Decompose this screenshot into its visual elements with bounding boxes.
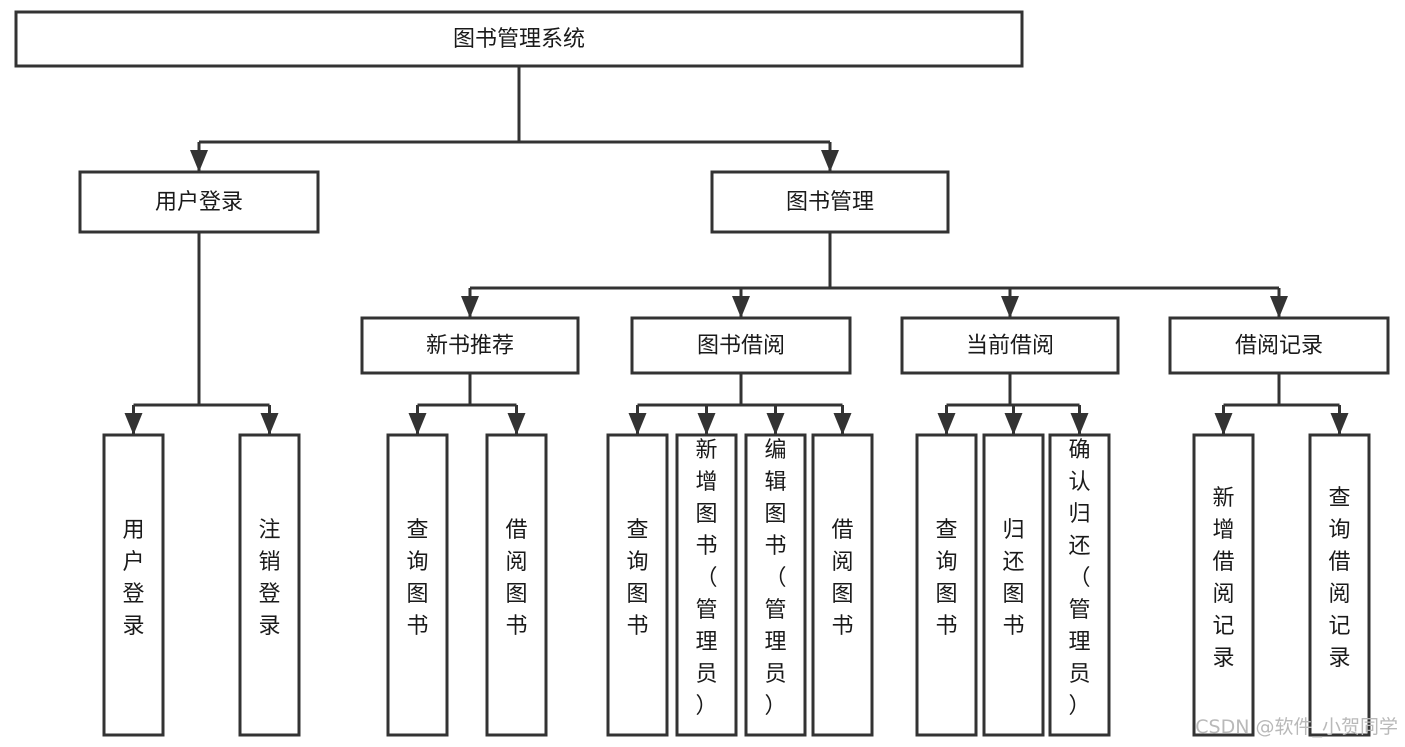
arrow-head-icon xyxy=(821,150,839,172)
arrow-head-icon xyxy=(766,413,785,435)
node-leaf-query-book-bor[interactable]: 查询图书 xyxy=(606,433,669,737)
node-box-leaf-logout xyxy=(238,433,301,737)
node-box-user-login xyxy=(78,170,320,234)
arrow-head-icon xyxy=(507,413,526,435)
node-borrow-record[interactable]: 借阅记录 xyxy=(1168,316,1390,375)
node-leaf-query-book-rec[interactable]: 查询图书 xyxy=(386,433,449,737)
node-box-leaf-user-login xyxy=(102,433,165,737)
arrow-head-icon xyxy=(732,296,750,318)
node-box-book-management xyxy=(710,170,950,234)
node-leaf-borrow-book-bor[interactable]: 借阅图书 xyxy=(811,433,874,737)
node-leaf-add-book-admin[interactable]: 新增图书（管理员） xyxy=(675,433,738,737)
arrow-head-icon xyxy=(190,150,208,172)
node-leaf-query-book-cur[interactable]: 查询图书 xyxy=(915,433,978,737)
edge-group-book-management xyxy=(461,232,1288,318)
node-label-new-book-recommend: 新书推荐 xyxy=(426,334,514,359)
node-box-leaf-add-borrow-record xyxy=(1192,433,1255,737)
node-leaf-user-login[interactable]: 用户登录 xyxy=(102,433,165,737)
node-label-leaf-borrow-book-bor: 借阅图书 xyxy=(831,518,853,639)
node-layer: 图书管理系统用户登录图书管理新书推荐图书借阅当前借阅借阅记录用户登录注销登录查询… xyxy=(14,10,1390,737)
arrow-head-icon xyxy=(1214,413,1233,435)
node-book-borrow[interactable]: 图书借阅 xyxy=(630,316,852,375)
node-box-leaf-borrow-book-rec xyxy=(485,433,548,737)
node-label-book-management: 图书管理 xyxy=(786,190,874,215)
node-label-root: 图书管理系统 xyxy=(453,27,585,52)
node-box-book-borrow xyxy=(630,316,852,375)
node-label-current-borrow: 当前借阅 xyxy=(966,334,1054,359)
node-current-borrow[interactable]: 当前借阅 xyxy=(900,316,1120,375)
node-leaf-add-borrow-record[interactable]: 新增借阅记录 xyxy=(1192,433,1255,737)
node-box-borrow-record xyxy=(1168,316,1390,375)
node-box-root xyxy=(14,10,1024,68)
arrow-head-icon xyxy=(1004,413,1023,435)
node-box-leaf-query-book-rec xyxy=(386,433,449,737)
node-leaf-query-borrow-record[interactable]: 查询借阅记录 xyxy=(1308,433,1371,737)
node-label-book-borrow: 图书借阅 xyxy=(697,334,785,359)
node-label-leaf-borrow-book-rec: 借阅图书 xyxy=(505,518,527,639)
node-leaf-logout[interactable]: 注销登录 xyxy=(238,433,301,737)
edge-group-new-book-recommend xyxy=(408,373,526,435)
node-book-management[interactable]: 图书管理 xyxy=(710,170,950,234)
node-user-login[interactable]: 用户登录 xyxy=(78,170,320,234)
node-box-leaf-borrow-book-bor xyxy=(811,433,874,737)
arrow-head-icon xyxy=(1070,413,1089,435)
edge-group-current-borrow xyxy=(937,373,1089,435)
node-label-borrow-record: 借阅记录 xyxy=(1235,334,1323,359)
node-root[interactable]: 图书管理系统 xyxy=(14,10,1024,68)
node-label-user-login: 用户登录 xyxy=(155,190,243,215)
arrow-head-icon xyxy=(260,413,279,435)
edge-group-book-borrow xyxy=(628,373,852,435)
node-label-leaf-query-book-cur: 查询图书 xyxy=(935,518,957,639)
node-leaf-borrow-book-rec[interactable]: 借阅图书 xyxy=(485,433,548,737)
arrow-head-icon xyxy=(408,413,427,435)
arrow-head-icon xyxy=(697,413,716,435)
arrow-head-icon xyxy=(937,413,956,435)
node-label-leaf-return-book: 归还图书 xyxy=(1002,518,1024,639)
node-box-leaf-edit-book-admin xyxy=(744,433,807,737)
node-box-new-book-recommend xyxy=(360,316,580,375)
edge-group-borrow-record xyxy=(1214,373,1349,435)
arrow-head-icon xyxy=(1330,413,1349,435)
node-box-current-borrow xyxy=(900,316,1120,375)
node-label-leaf-query-book-rec: 查询图书 xyxy=(406,518,428,639)
node-label-leaf-confirm-return-admin: 确认归还（管理员） xyxy=(1068,438,1090,719)
node-box-leaf-query-book-bor xyxy=(606,433,669,737)
arrow-head-icon xyxy=(461,296,479,318)
edge-group-user-login xyxy=(124,232,279,435)
node-new-book-recommend[interactable]: 新书推荐 xyxy=(360,316,580,375)
node-box-leaf-query-borrow-record xyxy=(1308,433,1371,737)
node-label-leaf-query-book-bor: 查询图书 xyxy=(626,518,648,639)
node-leaf-return-book[interactable]: 归还图书 xyxy=(982,433,1045,737)
node-box-leaf-return-book xyxy=(982,433,1045,737)
node-label-leaf-add-book-admin: 新增图书（管理员） xyxy=(695,438,717,719)
arrow-head-icon xyxy=(1001,296,1019,318)
node-leaf-confirm-return-admin[interactable]: 确认归还（管理员） xyxy=(1048,433,1111,737)
node-label-leaf-add-borrow-record: 新增借阅记录 xyxy=(1212,486,1234,671)
arrow-head-icon xyxy=(833,413,852,435)
node-leaf-edit-book-admin[interactable]: 编辑图书（管理员） xyxy=(744,433,807,737)
edge-group-root xyxy=(190,66,839,172)
connector-layer xyxy=(124,66,1349,435)
node-box-leaf-query-book-cur xyxy=(915,433,978,737)
node-label-leaf-logout: 注销登录 xyxy=(258,518,280,639)
node-box-leaf-add-book-admin xyxy=(675,433,738,737)
csdn-watermark: CSDN @软件_小贺同学 xyxy=(1195,716,1398,738)
node-box-leaf-confirm-return-admin xyxy=(1048,433,1111,737)
arrow-head-icon xyxy=(1270,296,1288,318)
node-label-leaf-user-login: 用户登录 xyxy=(122,518,144,639)
node-label-leaf-edit-book-admin: 编辑图书（管理员） xyxy=(764,438,786,719)
arrow-head-icon xyxy=(124,413,143,435)
node-label-leaf-query-borrow-record: 查询借阅记录 xyxy=(1328,486,1350,671)
arrow-head-icon xyxy=(628,413,647,435)
